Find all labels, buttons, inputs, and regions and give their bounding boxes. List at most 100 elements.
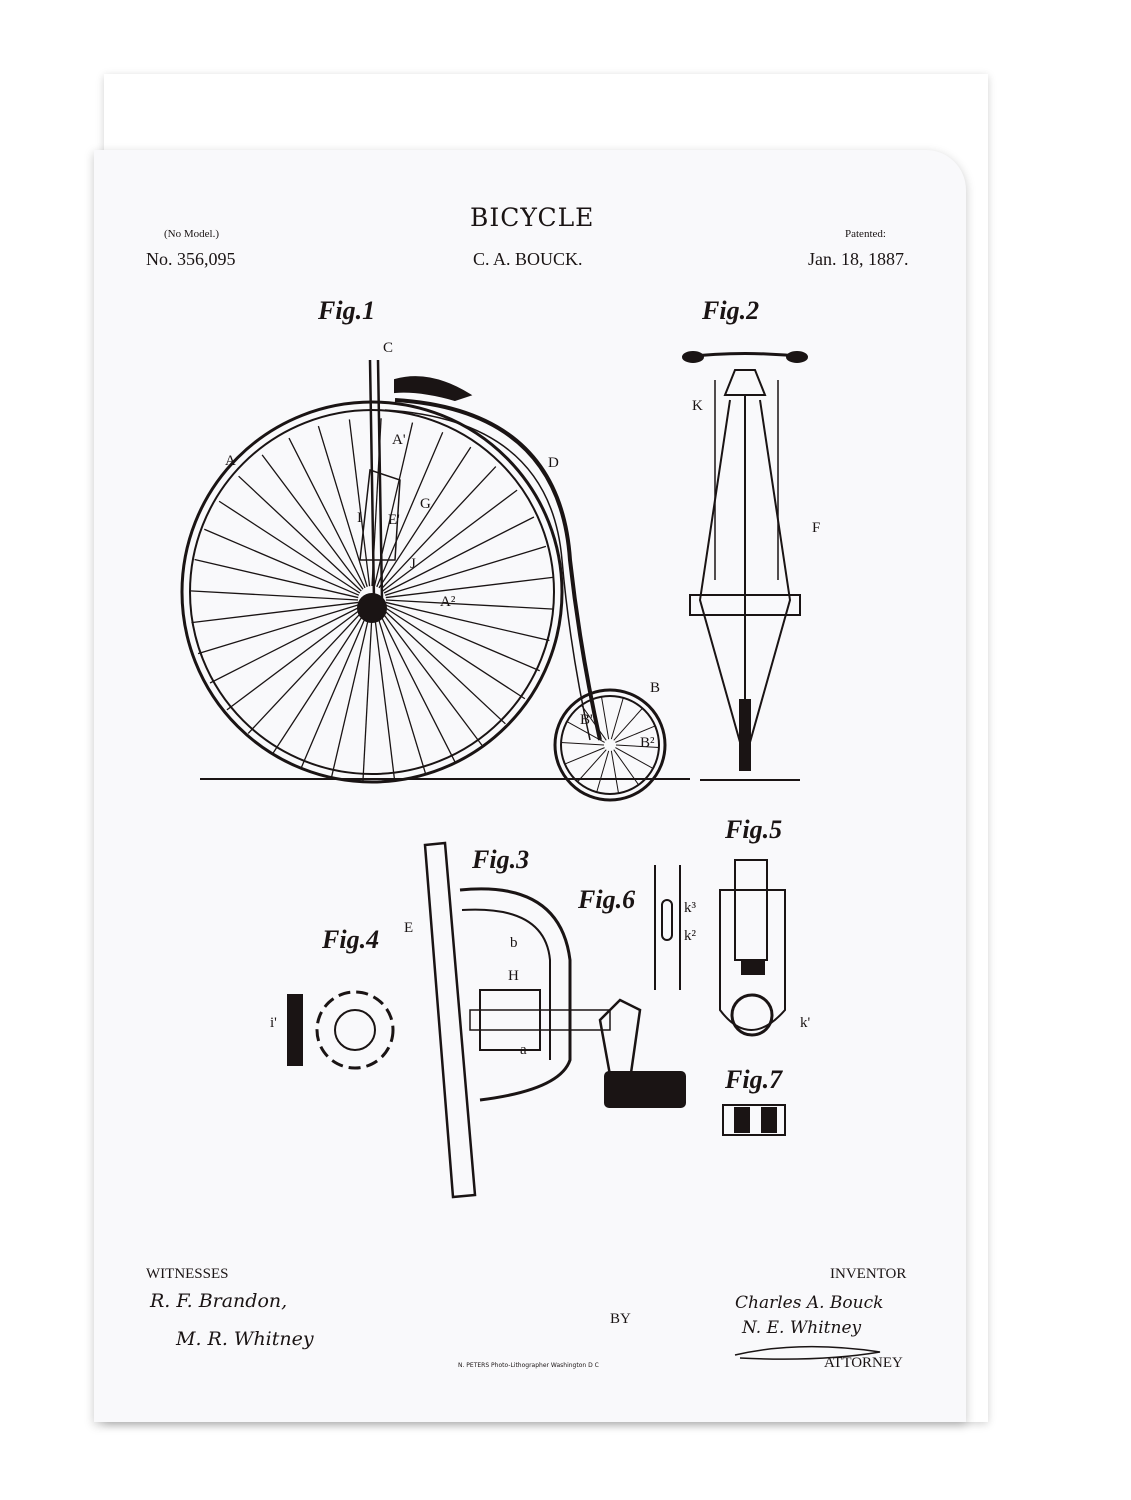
wheel-spoke (615, 744, 659, 748)
patent-title: BICYCLE (470, 203, 595, 232)
wheel-spoke (385, 576, 553, 599)
wheel-spoke (330, 613, 371, 778)
part-label: k³ (684, 900, 696, 916)
wheel-spoke (382, 608, 506, 725)
lithographer-credit: N. PETERS Photo-Lithographer Washington … (458, 1362, 599, 1369)
fig2-label: Fig.2 (702, 296, 760, 325)
wheel-spoke (317, 425, 368, 588)
part-label: E' (388, 512, 400, 528)
part-label: B² (640, 735, 655, 751)
wheel-spoke (601, 696, 610, 740)
wheel-spoke (577, 749, 607, 783)
wheel-spoke (238, 475, 362, 592)
part-label: K (692, 398, 703, 414)
fig4-drawing (287, 990, 395, 1070)
part-label: H (508, 968, 519, 984)
witness-signature-1: R. F. Brandon, (150, 1290, 288, 1312)
fig4-label: Fig.4 (322, 925, 380, 954)
wheel-spoke (247, 610, 364, 734)
wheel-spoke (204, 528, 360, 596)
fig6-drawing (654, 865, 681, 990)
fig7-label: Fig.7 (725, 1065, 783, 1094)
wheel-spoke (226, 608, 362, 711)
part-label: J (410, 556, 416, 572)
wheel-spoke (383, 606, 526, 700)
inventor-label: INVENTOR (830, 1266, 907, 1282)
wheel-spoke (382, 489, 518, 592)
wheel-spoke (218, 500, 361, 594)
patent-number: No. 356,095 (146, 249, 236, 269)
attorney-label: ATTORNEY (824, 1355, 903, 1371)
part-label: G (420, 496, 431, 512)
patent-date: Jan. 18, 1887. (808, 249, 909, 269)
attorney-signature: N. E. Whitney (742, 1318, 862, 1338)
wheel-spoke (564, 747, 605, 765)
patented-label: Patented: (845, 228, 886, 240)
wheel-spoke (385, 599, 554, 610)
wheel-spoke (380, 610, 483, 746)
fig5-drawing (719, 859, 786, 1037)
wheel-spoke (380, 466, 497, 590)
wheel-spoke (197, 604, 360, 655)
model-note: (No Model.) (164, 228, 219, 240)
fig7-drawing (722, 1104, 786, 1136)
fig2-drawing (682, 351, 808, 781)
wheel-spoke (376, 432, 444, 588)
wheel-spoke (385, 601, 550, 642)
wheel-spoke (348, 419, 371, 587)
by-label: BY (610, 1311, 631, 1327)
fig6-label: Fig.6 (578, 885, 636, 914)
witness-signature-2: M. R. Whitney (176, 1328, 314, 1350)
part-label: B' (580, 712, 593, 728)
part-label: b (510, 935, 518, 951)
part-label: L (367, 596, 377, 612)
inventor-name: C. A. BOUCK. (473, 249, 583, 269)
wheel-spoke (300, 612, 368, 768)
wheel-spoke (615, 725, 656, 743)
part-label: B (650, 680, 661, 696)
wheel-spoke (190, 590, 359, 601)
part-label: A (225, 453, 236, 469)
part-label: k² (684, 928, 696, 944)
wheel-spoke (194, 558, 359, 599)
wheel-spoke (362, 613, 373, 782)
wheel-spoke (209, 606, 361, 684)
wheel-spoke (610, 750, 619, 794)
part-label: k' (800, 1015, 811, 1031)
wheel-spoke (373, 613, 396, 781)
wheel-spoke (191, 601, 359, 624)
part-label: E (404, 920, 414, 936)
fig3-label: Fig.3 (472, 845, 530, 874)
fig1-drawing (180, 359, 690, 802)
part-label: A' (392, 432, 406, 448)
wheel-spoke (561, 742, 605, 746)
part-label: a (520, 1042, 527, 1058)
part-label: D (548, 455, 559, 471)
part-label: I (357, 510, 362, 526)
part-label: i' (270, 1015, 277, 1031)
wheel-spoke (288, 437, 366, 589)
wheel-spoke (378, 611, 456, 763)
wheel-spoke (383, 516, 535, 594)
greeting-card (94, 150, 966, 1422)
part-label: C (383, 340, 394, 356)
part-label: A² (440, 594, 456, 610)
wheel-spoke (272, 611, 366, 754)
wheel-spoke (566, 721, 605, 743)
part-label: F (812, 520, 821, 536)
wheel-spoke (384, 545, 547, 596)
witnesses-label: WITNESSES (146, 1266, 229, 1282)
wheel-spoke (376, 612, 427, 775)
wheel-spoke (378, 446, 472, 589)
wheel-spoke (580, 704, 607, 741)
wheel-spoke (610, 697, 624, 740)
wheel-spoke (615, 747, 654, 769)
fig1-label: Fig.1 (318, 296, 376, 325)
inventor-signature: Charles A. Bouck (735, 1293, 884, 1313)
wheel-spoke (261, 454, 364, 590)
wheel-spoke (613, 707, 643, 741)
wheel-spoke (384, 604, 540, 672)
wheel-spoke (596, 750, 610, 793)
fig5-label: Fig.5 (725, 815, 783, 844)
